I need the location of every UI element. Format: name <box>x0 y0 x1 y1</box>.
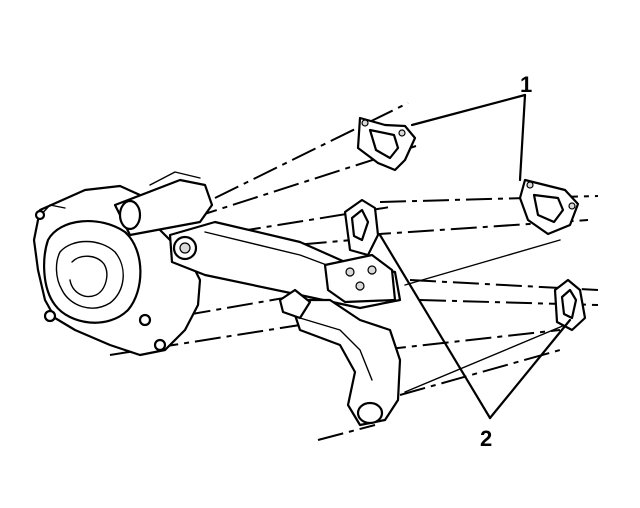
leader-1b <box>518 93 527 182</box>
alignment-line-upper-1 <box>214 102 409 199</box>
rod-lines <box>404 239 566 393</box>
gasket-lower-right <box>553 278 587 332</box>
leader-1a <box>410 93 527 127</box>
lower-pipe-body <box>288 298 402 427</box>
alignment-line-lower-3 <box>379 329 561 351</box>
gasket-lower-right-plate <box>553 278 587 332</box>
housing-bolt-4 <box>34 209 46 221</box>
gasket-upper <box>356 116 417 172</box>
arm-flange-hole-2 <box>367 265 377 275</box>
gasket-upper-hole <box>398 129 406 137</box>
lower-pipe <box>278 288 402 427</box>
housing-gear <box>69 255 108 298</box>
leader-2a <box>378 233 492 420</box>
upper-tube <box>113 171 214 237</box>
gasket-upper-hole-2 <box>361 119 369 127</box>
leader-lines <box>378 93 572 420</box>
arm-flange-hole-1 <box>345 267 355 277</box>
callout-1: 1 <box>520 72 532 97</box>
gasket-right-hole <box>526 181 534 189</box>
alignment-line-bottom-2 <box>399 349 561 396</box>
arm-flange-block <box>323 253 397 304</box>
callout-2: 2 <box>480 426 492 451</box>
gasket-right-opening <box>532 193 565 224</box>
housing-bolt-3 <box>153 338 167 352</box>
gasket-upper-opening <box>368 128 400 160</box>
rod-line-2 <box>404 324 566 393</box>
housing-bore <box>43 220 142 324</box>
gasket-middle-opening <box>350 208 370 242</box>
gasket-middle <box>343 198 380 257</box>
arm-flange <box>323 253 397 304</box>
gasket-right-hole-2 <box>568 202 576 210</box>
alignment-line-bottom-1 <box>317 424 376 441</box>
housing-bolt-1 <box>43 309 57 323</box>
rod-line-1 <box>404 239 561 286</box>
lower-pipe-flange <box>278 288 312 320</box>
upper-tube-rib <box>149 171 201 186</box>
gasket-right <box>518 178 580 236</box>
leader-2b <box>488 318 572 420</box>
main-arm-pivot-center <box>179 242 191 254</box>
gasket-right-plate <box>518 178 580 236</box>
gasket-lower-right-opening <box>560 288 578 320</box>
housing-inner-bore <box>55 240 124 309</box>
alignment-line-right-3 <box>409 279 599 291</box>
gasket-middle-plate <box>343 198 380 257</box>
housing-bolt-2 <box>138 313 152 327</box>
lower-pipe-edge <box>299 317 373 381</box>
arm-flange-hole-3 <box>355 281 365 291</box>
lower-pipe-outlet <box>356 401 384 425</box>
upper-tube-end <box>118 199 142 231</box>
